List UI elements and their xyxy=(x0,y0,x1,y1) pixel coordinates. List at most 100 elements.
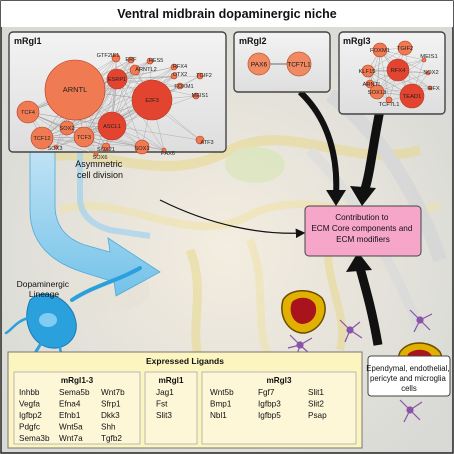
node-label-tcf4: TCF4 xyxy=(21,110,35,116)
node-label-sox3: SOX3 xyxy=(48,146,63,152)
ligand-igfbp5: Igfbp5 xyxy=(258,411,281,420)
node-hes5 xyxy=(146,57,154,65)
network-edge xyxy=(116,78,143,148)
ligand-slit3: Slit3 xyxy=(156,411,172,420)
ligand-pdgfc: Pdgfc xyxy=(19,423,40,432)
node-label-sox6: SOX6 xyxy=(93,155,108,161)
ligand-tgfb2: Tgfb2 xyxy=(101,434,122,443)
node-erf xyxy=(127,56,135,64)
node3-label-arntl: ARNTL xyxy=(362,82,382,88)
node-otx2 xyxy=(170,72,178,80)
node-sox3 xyxy=(53,144,59,150)
node3-tead1 xyxy=(399,83,425,109)
node-label-hes5: HES5 xyxy=(149,58,164,64)
node3-label-klf15: KLF15 xyxy=(358,69,375,75)
node-label-arntl: ARNTL xyxy=(63,85,88,94)
ligand-fgf7: Fgf7 xyxy=(258,388,275,397)
network-edge xyxy=(116,75,201,80)
diagram-title: Ventral midbrain dopaminergic niche xyxy=(117,7,337,21)
ligand-sema5b: Sema5b xyxy=(59,388,90,397)
node-tcf7l1-label: TCF7L1 xyxy=(287,62,311,69)
arrow-mrgl3-to-ecm xyxy=(359,109,385,194)
node3-klf15 xyxy=(361,64,375,78)
node-pax6 xyxy=(247,52,271,76)
node-gtf2ie1 xyxy=(111,53,121,63)
node3-meis1 xyxy=(421,57,427,63)
ligand-igfbp2: Igfbp2 xyxy=(19,411,42,420)
ligand-slit2: Slit2 xyxy=(308,400,324,409)
node-label-rfx4: RFX4 xyxy=(173,64,187,70)
node-arntl2 xyxy=(129,64,141,76)
node3-tcf7l1 xyxy=(385,96,393,104)
node-tcf12 xyxy=(30,126,54,150)
node3-label-rfx: RFX xyxy=(428,86,440,92)
ligand-sema3b: Sema3b xyxy=(19,434,50,443)
node3-label-tead1: TEAD1 xyxy=(403,94,422,100)
node3-label-sox13: SOX13 xyxy=(368,90,387,96)
ligand-group-mrgl1 xyxy=(144,371,198,445)
cells-box xyxy=(367,355,451,397)
node-label-erf: ERF xyxy=(125,57,137,63)
node-sox1 xyxy=(134,139,150,155)
node-tgif2 xyxy=(196,72,204,80)
node-label-otx2: OTX2 xyxy=(173,72,188,78)
ligand-bmp1: Bmp1 xyxy=(210,400,232,409)
cells-label: Ependymal, endothelial, pericyte and mic… xyxy=(366,364,451,393)
node3-tgif2 xyxy=(397,40,413,56)
node-e2f3 xyxy=(131,79,173,121)
node3-rfx4 xyxy=(386,58,410,82)
ligand-psap: Psap xyxy=(308,411,327,420)
node-label-tcf3: TCF3 xyxy=(77,135,91,141)
node-foxm1 xyxy=(176,82,184,90)
panel-mrgl2 xyxy=(233,31,331,93)
lineage-arrow xyxy=(29,149,161,297)
title-band xyxy=(1,1,453,27)
microglia-icon xyxy=(287,309,433,423)
ligands-title: Expressed Ligands xyxy=(146,356,224,366)
panel-mrgl2-label: mRgl2 xyxy=(239,36,267,46)
node-ascl1 xyxy=(97,111,127,141)
node-pax6-label: PAX6 xyxy=(251,62,268,69)
ligand-efnb1: Efnb1 xyxy=(59,411,81,420)
ligand-vegfa: Vegfa xyxy=(19,400,40,409)
panel-mrgl3-label: mRgl3 xyxy=(343,36,371,46)
lineage-label: Dopaminergic Lineage xyxy=(17,279,72,299)
ligand-jag1: Jag1 xyxy=(156,388,174,397)
ligand-efna4: Efna4 xyxy=(59,400,81,409)
contribution-label: Contribution to ECM Core components and … xyxy=(311,213,414,244)
arrow-cells-to-ecm xyxy=(355,266,383,346)
node-tcf3 xyxy=(73,126,95,148)
ligand-wnt5b: Wnt5b xyxy=(210,388,234,397)
node3-label-rfx4: RFX4 xyxy=(391,68,407,74)
contribution-box xyxy=(304,205,422,257)
node-tcf4 xyxy=(16,100,40,124)
ligand-igfbp3: Igfbp3 xyxy=(258,400,281,409)
node-sox21 xyxy=(101,142,111,152)
ligand-wnt7b: Wnt7b xyxy=(101,388,125,397)
arrow-mrgl1-to-ecm xyxy=(159,199,306,239)
ligand-slit1: Slit1 xyxy=(308,388,324,397)
ligand-sfrp1: Sfrp1 xyxy=(101,400,121,409)
asymmetric-label: Asymmetric cell division xyxy=(75,159,125,180)
ligand-group-mrgl3 xyxy=(201,371,357,445)
ligand-nbl1: Nbl1 xyxy=(210,411,227,420)
node-label-arntl2: ARNTL2 xyxy=(135,67,156,73)
node-label-tgif2: TGIF2 xyxy=(196,73,212,79)
node-label-gtf2ie1: GTF2IE1 xyxy=(97,53,120,59)
node-label-atf3: ATF3 xyxy=(200,140,213,146)
node3-sox13 xyxy=(369,84,385,100)
network-edge xyxy=(83,136,165,151)
node-label-meis1: MEIS1 xyxy=(192,93,209,99)
node3-label-meis1: MEIS1 xyxy=(420,54,437,60)
node-pax6 xyxy=(161,147,167,153)
ligand-fst: Fst xyxy=(156,400,168,409)
node-label-ascl1: ASCL1 xyxy=(103,124,121,130)
ligand-shh: Shh xyxy=(101,423,116,432)
node3-label-foxm1: FOXM1 xyxy=(370,48,390,54)
ligand-wnt5a: Wnt5a xyxy=(59,423,83,432)
node-label-e2f3: E2F3 xyxy=(145,98,158,104)
